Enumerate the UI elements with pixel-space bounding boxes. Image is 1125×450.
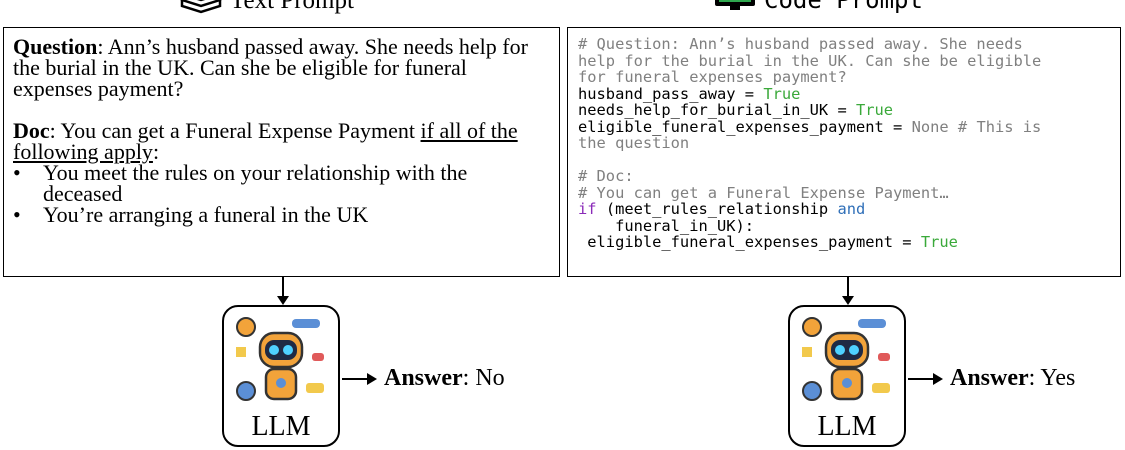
code-token: husband_pass_away = — [578, 84, 764, 103]
code-token: needs_help_for_burial_in_UK = — [578, 101, 856, 119]
answer-value: : No — [462, 365, 505, 391]
answer-label: Answer — [950, 365, 1029, 391]
code-token: # You can get a Funeral Expense Payment… — [578, 183, 949, 202]
answer-right: Answer: Yes — [950, 365, 1075, 392]
monitor-icon — [715, 0, 755, 10]
doc-label: Doc — [13, 118, 50, 143]
code-line: eligible_funeral_expenses_payment = None… — [578, 117, 1110, 136]
answer-label: Answer — [384, 365, 463, 391]
bullet-dot: • — [13, 202, 21, 227]
bullet-text: You’re arranging a funeral in the UK — [43, 202, 369, 227]
code-token: and — [837, 200, 866, 218]
code-line: for funeral expenses payment? — [578, 69, 1110, 86]
right-answer-arrow — [908, 373, 943, 385]
code-token: help for the burial in the UK. Can she b… — [578, 51, 1042, 70]
doc-bullet: • You meet the rules on your relationship… — [13, 160, 550, 206]
question-paragraph: Question: Ann’s husband passed away. She… — [13, 34, 550, 101]
code-token: None # This is — [911, 117, 1042, 136]
right-down-arrow — [842, 277, 854, 305]
doc-underlined-text: if all of the following apply — [13, 118, 518, 164]
robot-icon — [236, 317, 324, 401]
code-token: if — [578, 200, 597, 218]
llm-label: LLM — [817, 411, 877, 442]
doc-colon: : — [152, 139, 160, 164]
llm-label: LLM — [251, 411, 311, 442]
code-token: the question — [578, 134, 690, 152]
code-token: eligible_funeral_expenses_payment = — [578, 233, 921, 251]
code-line — [578, 152, 1110, 169]
llm-right-box: LLM — [788, 305, 906, 447]
code-token: True — [920, 233, 958, 251]
answer-left: Answer: No — [384, 365, 505, 392]
bullet-dot: • — [13, 160, 21, 185]
bullet-text: You meet the rules on your relationship … — [43, 160, 468, 206]
text-prompt-panel: Question: Ann’s husband passed away. She… — [3, 27, 560, 277]
doc-bullet: • You’re arranging a funeral in the UK — [13, 202, 550, 227]
code-line: husband_pass_away = True — [578, 84, 1110, 103]
doc-paragraph: Doc: You can get a Funeral Expense Payme… — [13, 118, 550, 164]
code-line: the question — [578, 135, 1110, 152]
code-token: True — [763, 84, 801, 103]
question-label: Question — [13, 34, 98, 59]
code-line: if (meet_rules_relationship and — [578, 201, 1110, 218]
code-token: # Question: Ann’s husband passed away. S… — [578, 35, 1023, 53]
llm-left-box: LLM — [222, 305, 340, 447]
code-line: needs_help_for_burial_in_UK = True — [578, 102, 1110, 119]
code-line: help for the burial in the UK. Can she b… — [578, 51, 1110, 70]
text-prompt-title: Text Prompt — [230, 0, 354, 14]
code-token: eligible_funeral_expenses_payment = — [578, 117, 912, 136]
code-prompt-title: Code Prompt — [764, 0, 923, 14]
books-icon — [180, 0, 222, 14]
robot-icon — [802, 317, 890, 401]
code-line: # Doc: — [578, 168, 1110, 185]
code-line: eligible_funeral_expenses_payment = True — [578, 234, 1110, 251]
code-line: # Question: Ann’s husband passed away. S… — [578, 36, 1110, 53]
code-token: for funeral expenses payment? — [578, 68, 847, 86]
code-token: # Doc: — [578, 167, 634, 185]
answer-value: : Yes — [1028, 365, 1076, 391]
code-prompt-panel: # Question: Ann’s husband passed away. S… — [567, 27, 1121, 277]
code-token: funeral_in_UK): — [578, 216, 755, 235]
left-down-arrow — [277, 277, 289, 305]
text-prompt-header: Text Prompt — [178, 0, 354, 16]
left-answer-arrow — [342, 373, 377, 385]
code-prompt-header: Code Prompt — [712, 0, 923, 14]
code-line: # You can get a Funeral Expense Payment… — [578, 183, 1110, 202]
code-token: (meet_rules_relationship — [596, 200, 838, 218]
question-text: : Ann’s husband passed away. She needs h… — [13, 34, 528, 101]
code-token: True — [855, 101, 894, 119]
doc-text: : You can get a Funeral Expense Payment — [49, 118, 421, 143]
code-line: funeral_in_UK): — [578, 216, 1110, 235]
